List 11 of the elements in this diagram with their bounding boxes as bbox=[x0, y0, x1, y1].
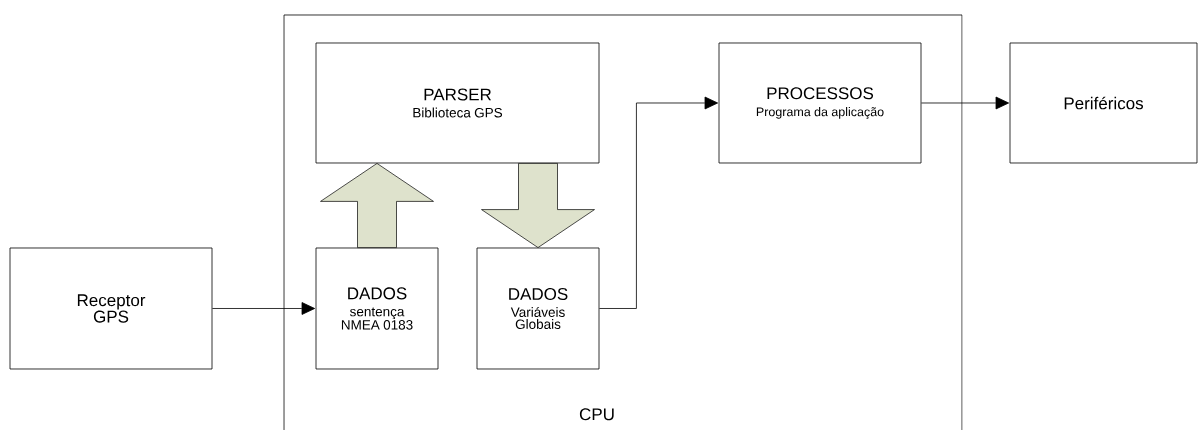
process-box: PARSER Biblioteca GPS bbox=[315, 42, 600, 164]
process-box: DADOS sentença NMEA 0183 bbox=[315, 247, 439, 370]
process-box: PROCESSOS Programa da aplicação bbox=[718, 42, 922, 164]
arrow bbox=[921, 96, 1010, 110]
block-arrow bbox=[481, 163, 595, 248]
process-box: Receptor GPS bbox=[9, 247, 213, 370]
process-box: DADOS Variáveis Globais bbox=[476, 247, 600, 370]
block-arrow bbox=[320, 163, 434, 248]
process-box: Periféricos bbox=[1009, 42, 1198, 164]
arrow bbox=[212, 302, 316, 315]
arrow bbox=[599, 96, 719, 309]
